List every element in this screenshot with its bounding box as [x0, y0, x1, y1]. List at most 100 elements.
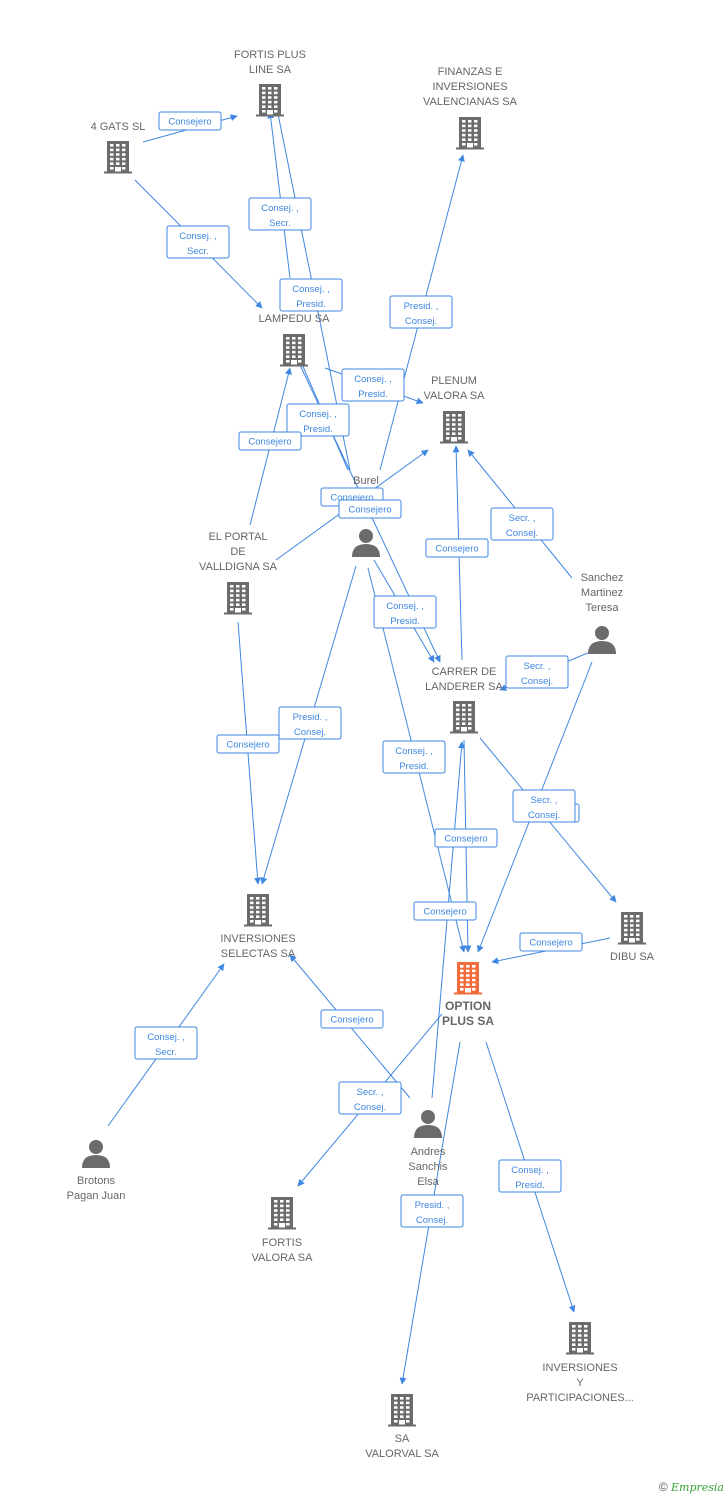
node-label: INVERSIONES [220, 933, 295, 945]
edge-label[interactable]: Secr. ,Consej. [505, 655, 569, 689]
edge-label[interactable]: Consej. , Presid. [382, 740, 446, 774]
node-gats[interactable]: 4 GATS SL [91, 121, 146, 174]
edge-label-text: Presid. [296, 299, 326, 310]
edge-label[interactable]: Consej. ,Secr. [166, 225, 230, 259]
node-inv_part[interactable]: INVERSIONESYPARTICIPACIONES... [526, 1322, 634, 1404]
node-label: PLUS SA [442, 1014, 494, 1028]
edge-label[interactable]: Consej. , Secr. [248, 197, 312, 231]
node-lampedu[interactable]: LAMPEDU SA [259, 313, 331, 367]
node-label: DIBU SA [610, 951, 655, 963]
edge-label-text: Presid. [358, 389, 388, 400]
edge-label-box [248, 197, 312, 231]
edge-label-text: Secr. , [524, 661, 551, 672]
edge-label-box [341, 368, 405, 402]
edge-label[interactable]: Consejero [216, 734, 280, 754]
edge-label-text: Consejero [348, 505, 391, 516]
node-label: VALENCIANAS SA [423, 96, 518, 108]
edge-label-box [382, 740, 446, 774]
node-label: FORTIS [262, 1237, 302, 1249]
edge-label[interactable]: Consejero [413, 901, 477, 921]
building-icon [566, 1322, 594, 1355]
building-icon [456, 117, 484, 150]
edge-label-text: Consejero [330, 493, 373, 504]
edge-label-text: Consejero [168, 117, 211, 128]
edge-label-box [134, 1026, 198, 1060]
node-label: LINE SA [249, 64, 292, 76]
edge-label[interactable]: Consejero [238, 431, 302, 451]
edge-label-text: Presid. [399, 761, 429, 772]
edge-label[interactable]: Consejero [434, 828, 498, 848]
edge-label[interactable]: Consejero [425, 538, 489, 558]
edge-label-text: Presid. , [415, 1200, 450, 1211]
edge-label-text: Consej. , [261, 203, 299, 214]
edge-label[interactable]: Secr. ,Consej. [338, 1081, 402, 1115]
edge-label-text: Presid. , [293, 712, 328, 723]
edge-label-text: Consej. , [395, 746, 433, 757]
edge-label-text: Consejero [226, 740, 269, 751]
node-label: PARTICIPACIONES... [526, 1392, 634, 1404]
edge-label-box [158, 111, 222, 131]
edge-label-box [238, 431, 302, 451]
edge-label[interactable]: Presid. ,Consej. [278, 706, 342, 740]
person-icon [414, 1110, 442, 1138]
brand-logo-text[interactable]: Empresia [671, 1481, 724, 1494]
edge-label-text: Consej. [528, 810, 560, 821]
edge-label-text: Secr. , [357, 1087, 384, 1098]
edge-label-text: Secr. [269, 218, 291, 229]
edge-label[interactable]: Secr. ,Consej. [512, 789, 576, 823]
node-label: LAMPEDU SA [259, 313, 331, 325]
edge-label-text: Secr. [155, 1047, 177, 1058]
edge-label[interactable]: Presid. ,Consej. [389, 295, 453, 329]
edge-label-text: Consejero [423, 907, 466, 918]
edge-label[interactable]: Consejero [338, 499, 402, 519]
building-icon [454, 962, 482, 995]
person-icon [588, 626, 616, 654]
edge-lampedu-to-fortis_line [267, 111, 291, 279]
edge-label[interactable]: Consej. ,Presid. [286, 403, 350, 437]
node-label: VALLDIGNA SA [199, 561, 278, 573]
edge-label[interactable]: Consejero [320, 1009, 384, 1029]
node-label: CARRER DE [432, 666, 497, 678]
edge-label-box [425, 538, 489, 558]
edge-label-box [400, 1194, 464, 1228]
edge-label[interactable]: Consej. ,Secr. [134, 1026, 198, 1060]
node-dibu[interactable]: DIBU SA [610, 912, 655, 963]
edge-label[interactable]: Consej. ,Presid. [341, 368, 405, 402]
edge-label-text: Consej. [405, 316, 437, 327]
edge-label-box [216, 734, 280, 754]
person-icon [352, 529, 380, 557]
edge-label[interactable]: Consej. ,Presid. [373, 595, 437, 629]
node-label: DE [230, 546, 245, 558]
node-fortis_line[interactable]: FORTIS PLUS LINE SA [234, 49, 306, 117]
edge-label-text: Secr. [187, 246, 209, 257]
node-label: FORTIS PLUS [234, 49, 306, 61]
edge-label[interactable]: Consejero [519, 932, 583, 952]
edge-label-box [434, 828, 498, 848]
building-icon [268, 1197, 296, 1230]
node-label: Elsa [417, 1176, 439, 1188]
building-icon [388, 1394, 416, 1427]
edge-label[interactable]: Consejero [158, 111, 222, 131]
edge-label[interactable]: Secr. ,Consej. [490, 507, 554, 541]
edge-label-text: Presid. [515, 1180, 545, 1191]
node-label: SA [395, 1433, 410, 1445]
edge-label-box [505, 655, 569, 689]
node-label: Sanchis [408, 1161, 448, 1173]
edge-label[interactable]: Consej. ,Presid. [279, 278, 343, 312]
edge-label[interactable]: Presid. ,Consej. [400, 1194, 464, 1228]
building-icon [104, 141, 132, 174]
edge-label[interactable]: Consej. ,Presid. [498, 1159, 562, 1193]
